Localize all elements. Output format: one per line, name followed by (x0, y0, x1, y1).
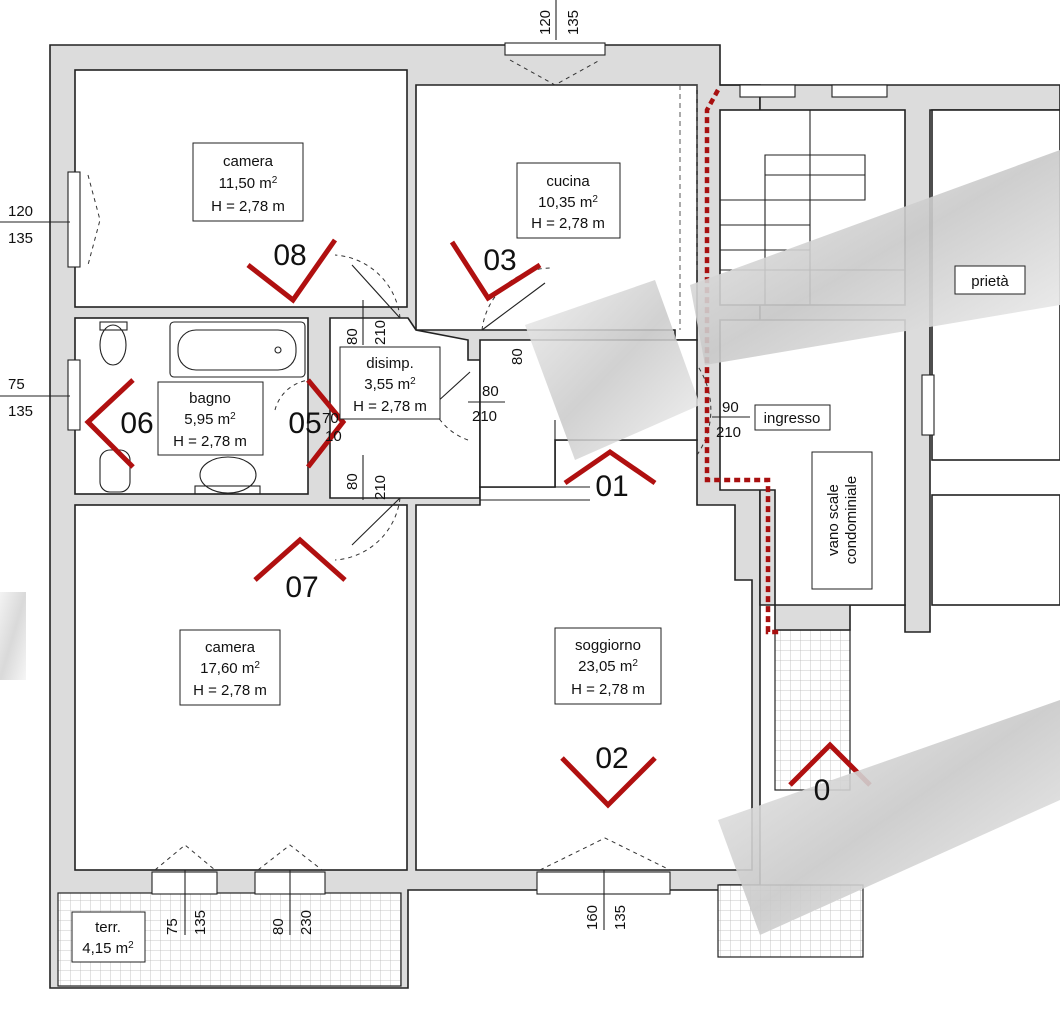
label-box-terr (71, 911, 146, 963)
proprieta-label: prietà (971, 273, 1009, 290)
corridor-lines (480, 420, 590, 501)
svg-text:3,55 m2: 3,55 m2 (364, 376, 416, 394)
label-box-disimp (339, 346, 441, 420)
view-03: 03 (483, 244, 516, 277)
bathroom-fixtures (99, 321, 306, 495)
bagno-area: 5,95 m (184, 411, 230, 428)
bathtub-inner (177, 329, 297, 371)
ingresso-label: ingresso (764, 410, 821, 427)
terr-name: terr. (95, 919, 121, 936)
neighbor-room-2 (931, 494, 1060, 606)
camera-top-height: H = 2,78 m (211, 198, 285, 215)
svg-text:120: 120 (537, 10, 554, 35)
bagno-height: H = 2,78 m (173, 433, 247, 450)
svg-text:11,50 m2: 11,50 m2 (219, 175, 278, 193)
label-box-bagno (157, 381, 264, 456)
svg-text:80: 80 (344, 473, 361, 490)
svg-text:80: 80 (482, 383, 499, 400)
cucina-area: 10,35 m (538, 194, 592, 211)
bathtub (169, 321, 306, 378)
view-04: 0 (814, 774, 831, 807)
view-07: 07 (285, 571, 318, 604)
soggiorno-name: soggiorno (575, 637, 641, 654)
soggiorno-height: H = 2,78 m (571, 681, 645, 698)
stairwell (719, 84, 1060, 633)
label-box-camera-bottom (179, 629, 281, 706)
svg-text:210: 210 (372, 475, 389, 500)
view-01: 01 (595, 470, 628, 503)
camera-bottom-name: camera (205, 639, 256, 656)
svg-text:210: 210 (372, 320, 389, 345)
blur-patches (0, 150, 1060, 935)
view-numbers: 08 03 06 05 01 07 02 0 (120, 239, 830, 807)
svg-text:210: 210 (716, 424, 741, 441)
disimp-area: 3,55 m (364, 376, 410, 393)
svg-text:75: 75 (164, 918, 181, 935)
svg-text:80: 80 (509, 348, 526, 365)
sink (199, 456, 257, 494)
view-marker-05 (306, 378, 347, 469)
toilet-bowl (99, 324, 127, 366)
svg-text:condominiale: condominiale (843, 476, 860, 564)
svg-text:5,95 m2: 5,95 m2 (184, 411, 236, 429)
terr-area: 4,15 m (82, 940, 128, 957)
label-box-camera-top (192, 142, 304, 222)
view-marker-02 (560, 756, 657, 809)
label-box-soggiorno (554, 627, 662, 705)
svg-text:80: 80 (270, 918, 287, 935)
svg-text:70: 70 (322, 410, 339, 427)
view-marker-03 (449, 240, 542, 302)
svg-text:23,05 m2: 23,05 m2 (578, 658, 638, 676)
svg-text:120: 120 (8, 203, 33, 220)
view-05: 05 (288, 407, 321, 440)
view-marker-01 (563, 448, 657, 486)
cucina-name: cucina (546, 173, 590, 190)
svg-text:135: 135 (565, 10, 582, 35)
svg-text:10,35 m2: 10,35 m2 (538, 194, 598, 212)
view-marker-07 (253, 536, 347, 582)
svg-text:210: 210 (472, 408, 497, 425)
view-marker-08 (246, 238, 338, 304)
svg-text:4,15 m2: 4,15 m2 (82, 940, 134, 958)
svg-text:17,60 m2: 17,60 m2 (200, 660, 260, 678)
toilet-tank (99, 321, 128, 331)
svg-text:vano scale: vano scale (825, 484, 842, 556)
view-02: 02 (595, 742, 628, 775)
svg-text:160: 160 (584, 905, 601, 930)
disimp-name: disimp. (366, 355, 414, 372)
label-box-cucina (516, 162, 621, 239)
svg-text:90: 90 (722, 399, 739, 416)
view-06: 06 (120, 407, 153, 440)
camera-top-area: 11,50 m (219, 175, 272, 192)
svg-text:135: 135 (192, 910, 209, 935)
svg-text:10: 10 (325, 428, 342, 445)
label-box-ingresso (754, 404, 831, 431)
cucina-height: H = 2,78 m (531, 215, 605, 232)
svg-text:80: 80 (344, 328, 361, 345)
dimension-labels: 120 135 120 135 75 135 80 210 80 210 70 … (0, 0, 750, 935)
camera-bottom-area: 17,60 m (200, 660, 254, 677)
vano-scale-label: vano scale condominiale (825, 476, 860, 564)
svg-text:135: 135 (612, 905, 629, 930)
apartment-walls (49, 44, 761, 989)
svg-text:135: 135 (8, 230, 33, 247)
room-labels: camera 11,50 m2 H = 2,78 m cucina 10,35 … (82, 153, 1009, 957)
disimp-height: H = 2,78 m (353, 398, 427, 415)
svg-text:230: 230 (298, 910, 315, 935)
view-08: 08 (273, 239, 306, 272)
label-box-vano-scale (811, 451, 873, 590)
svg-text:135: 135 (8, 403, 33, 420)
bagno-name: bagno (189, 390, 231, 407)
soggiorno-area: 23,05 m (578, 658, 632, 675)
kitchen-dashed (679, 85, 698, 330)
camera-top-name: camera (223, 153, 274, 170)
apartment-boundary (704, 88, 780, 635)
svg-text:75: 75 (8, 376, 25, 393)
label-box-proprieta (954, 265, 1026, 295)
camera-bottom-height: H = 2,78 m (193, 682, 267, 699)
view-marker-06 (84, 378, 135, 469)
